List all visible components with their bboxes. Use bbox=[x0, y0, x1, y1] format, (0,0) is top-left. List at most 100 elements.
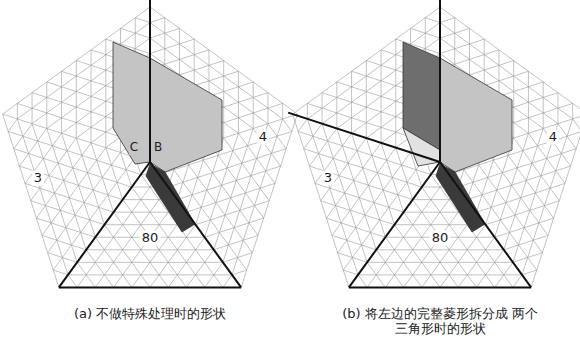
grid-line bbox=[376, 249, 504, 250]
grid-line bbox=[298, 119, 307, 132]
grid-line bbox=[53, 270, 68, 275]
grid-line bbox=[337, 128, 376, 249]
grid-line bbox=[513, 124, 558, 263]
grid-line bbox=[48, 152, 121, 252]
grid-line bbox=[19, 128, 46, 166]
grid-line bbox=[47, 128, 86, 249]
grid-line bbox=[68, 275, 77, 288]
grid-line bbox=[504, 235, 548, 249]
grid-line bbox=[53, 157, 135, 270]
bold-edge bbox=[59, 286, 241, 288]
grid-line bbox=[77, 262, 223, 263]
grid-line bbox=[17, 103, 18, 119]
grid-line bbox=[573, 119, 580, 132]
grid-line bbox=[196, 201, 270, 225]
grid-line bbox=[253, 82, 254, 128]
bold-edge bbox=[440, 162, 531, 287]
region-number: 4 bbox=[547, 130, 559, 145]
grid-line bbox=[223, 275, 232, 288]
grid-line bbox=[76, 61, 77, 139]
grid-line bbox=[31, 201, 105, 225]
grid-line bbox=[186, 250, 213, 288]
grid-line bbox=[322, 124, 367, 263]
bold-edge bbox=[150, 162, 241, 287]
grid-line bbox=[513, 275, 522, 288]
grid-line bbox=[440, 7, 441, 162]
grid-line bbox=[59, 162, 150, 287]
grid-line bbox=[307, 103, 308, 119]
grid-line bbox=[476, 250, 503, 288]
subcaption: (a) 不做特殊处理时的形状 bbox=[28, 307, 272, 322]
grid-line bbox=[321, 138, 367, 201]
grid-line bbox=[232, 119, 283, 275]
grid-line bbox=[14, 149, 132, 187]
bold-lines bbox=[288, 7, 531, 287]
grid-line bbox=[395, 39, 396, 148]
grid-line bbox=[232, 270, 247, 275]
grid-line bbox=[522, 119, 573, 275]
grid-line bbox=[336, 82, 337, 128]
grid-lines bbox=[3, 7, 298, 287]
grid-line bbox=[95, 187, 168, 287]
grid-lines bbox=[293, 7, 580, 287]
grid-line bbox=[366, 61, 367, 139]
bold-edge bbox=[349, 162, 440, 287]
grid-line bbox=[42, 235, 86, 249]
grid-line bbox=[76, 138, 104, 225]
grid-line bbox=[283, 119, 292, 132]
grid-line bbox=[309, 128, 336, 166]
shaded-region bbox=[440, 58, 512, 172]
grid-line bbox=[343, 270, 358, 275]
grid-line bbox=[338, 152, 411, 252]
grid-line bbox=[46, 82, 47, 128]
grid-line bbox=[224, 138, 270, 201]
bold-edge bbox=[59, 162, 150, 287]
dark-strip bbox=[436, 164, 485, 232]
grid-line bbox=[366, 138, 394, 225]
grid-line bbox=[179, 152, 252, 252]
grid-line bbox=[367, 262, 513, 263]
grid-line bbox=[543, 82, 544, 128]
grid-line bbox=[59, 287, 241, 288]
grid-line bbox=[86, 250, 113, 288]
grid-line bbox=[343, 157, 425, 270]
grid-line bbox=[531, 114, 580, 287]
bold-edge bbox=[149, 7, 151, 162]
grid-line bbox=[135, 18, 150, 23]
dark-strip bbox=[146, 164, 195, 232]
bold-lines bbox=[59, 7, 241, 287]
bold-edge bbox=[288, 113, 440, 162]
grid-line bbox=[223, 61, 224, 139]
grid-line bbox=[385, 187, 458, 287]
grid-line bbox=[522, 270, 537, 275]
grid-line bbox=[358, 274, 522, 275]
grid-line bbox=[396, 148, 413, 200]
grid-line bbox=[17, 119, 68, 275]
grid-line bbox=[332, 235, 376, 249]
grid-line bbox=[304, 149, 422, 187]
grid-line bbox=[440, 39, 484, 53]
grid-line bbox=[32, 124, 77, 263]
grid-line bbox=[105, 39, 106, 148]
grid-line bbox=[349, 162, 440, 287]
pentagon-net bbox=[288, 0, 580, 287]
grid-line bbox=[31, 138, 77, 201]
grid-line bbox=[440, 18, 455, 23]
grid-line bbox=[486, 201, 560, 225]
region-number: 80 bbox=[430, 231, 451, 246]
grid-line bbox=[223, 124, 268, 263]
subcaption: (b) 将左边的完整菱形拆分成 两个三角形时的形状 bbox=[338, 307, 542, 337]
bold-edge bbox=[439, 0, 441, 7]
grid-line bbox=[8, 119, 17, 132]
point-label: C bbox=[129, 141, 139, 155]
grid-line bbox=[282, 103, 283, 119]
shaded-region bbox=[150, 58, 222, 172]
grid-line bbox=[114, 200, 178, 288]
grid-line bbox=[376, 250, 403, 288]
grid-line bbox=[214, 235, 258, 249]
grid-line bbox=[572, 103, 573, 119]
grid-line bbox=[425, 18, 440, 23]
region-number: 3 bbox=[32, 171, 44, 186]
